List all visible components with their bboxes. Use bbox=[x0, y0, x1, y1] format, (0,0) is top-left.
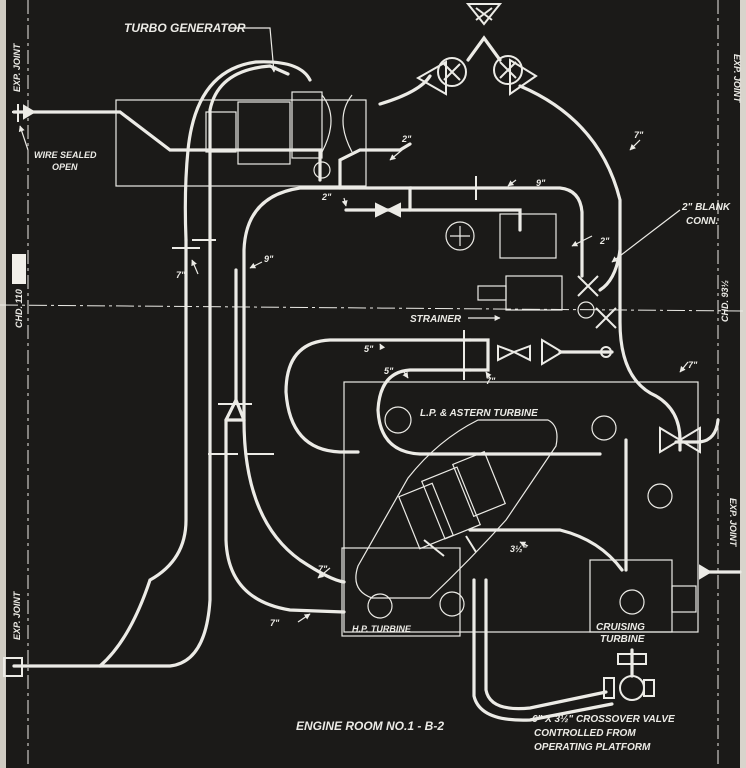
cruising-turbine-coupling bbox=[671, 585, 697, 613]
pipe-lower-loop-outer bbox=[224, 418, 346, 614]
pipe-size-9in-left: 9" bbox=[264, 254, 274, 264]
label-cruising-2: TURBINE bbox=[600, 634, 645, 645]
pipe-crossover-loop-inner bbox=[472, 578, 614, 722]
lp-turbine-casing-outline bbox=[355, 419, 558, 599]
pipe-size-5in-b: 5" bbox=[384, 366, 394, 376]
pipe-size-7in-right: 7" bbox=[634, 130, 644, 140]
strainer-body bbox=[477, 285, 507, 301]
label-hp-turbine: H.P. TURBINE bbox=[352, 624, 412, 634]
pipe-size-5in-a: 5" bbox=[364, 344, 374, 354]
top-valve-center bbox=[465, 3, 503, 26]
pipe-flanges bbox=[172, 176, 477, 557]
label-strainer: STRAINER bbox=[410, 314, 462, 325]
pipe-size-2in-right: 2" bbox=[599, 236, 610, 246]
pipe-5in-junction bbox=[468, 338, 490, 372]
pipe-7in-right bbox=[618, 248, 682, 452]
pipe-size-7in-left: 7" bbox=[176, 270, 186, 280]
pipe-lower-loop-inner bbox=[242, 418, 346, 584]
pipe-7in-left-down bbox=[98, 238, 188, 668]
top-valve-right bbox=[493, 55, 538, 96]
label-exp-joint-left-top: EXP. JOINT bbox=[12, 42, 22, 92]
pipe-crossover-loop-outer bbox=[484, 578, 608, 711]
label-turbo-generator: TURBO GENERATOR bbox=[124, 21, 246, 35]
label-crossover-3: OPERATING PLATFORM bbox=[534, 742, 651, 753]
label-cruising-1: CRUISING bbox=[596, 622, 645, 633]
pipe-5in-inner-loop bbox=[376, 368, 602, 456]
pipe-2in-valve-line bbox=[344, 208, 522, 232]
pipe-size-2in-mid: 2" bbox=[321, 192, 332, 202]
pipe-to-top-valve-left bbox=[378, 74, 432, 106]
lp-turbine-segment-2 bbox=[451, 450, 507, 518]
pipe-7in-left bbox=[12, 64, 290, 668]
exp-joint-left-bottom-fitting bbox=[3, 657, 23, 677]
steam-piping bbox=[12, 35, 742, 722]
pipe-2in-upper bbox=[338, 142, 412, 190]
turbo-generator-exciter bbox=[205, 111, 237, 153]
paper-edge-right bbox=[740, 0, 746, 768]
lp-turbine-segment-3 bbox=[398, 482, 454, 550]
gate-valve-2in bbox=[375, 202, 401, 218]
frame-lines-vertical bbox=[27, 0, 719, 768]
label-wire-sealed: WIRE SEALED bbox=[34, 150, 97, 160]
strainer-valves bbox=[497, 338, 612, 366]
bearing-lp-right bbox=[647, 483, 673, 509]
lp-turbine-segment-1 bbox=[420, 466, 482, 540]
hp-turbine-casing bbox=[341, 547, 461, 637]
bearing-cruising bbox=[619, 589, 645, 615]
pipe-size-2in-top: 2" bbox=[401, 134, 412, 144]
label-crossover-2: CONTROLLED FROM bbox=[534, 728, 636, 739]
turbo-generator-foundation bbox=[115, 99, 367, 187]
pipe-size-3half: 3½" bbox=[510, 544, 528, 554]
pipe-9in-top bbox=[408, 186, 584, 278]
crossover-valve bbox=[603, 653, 655, 701]
label-lp-astern-turbine: L.P. & ASTERN TURBINE bbox=[420, 408, 538, 419]
pipe-left-supply-top bbox=[12, 110, 322, 182]
turbine-foundation bbox=[343, 381, 699, 633]
label-diagram-title: ENGINE ROOM NO.1 - B-2 bbox=[296, 719, 444, 733]
label-exp-joint-left-bottom: EXP. JOINT bbox=[12, 590, 22, 640]
pipe-7in-left-inner bbox=[183, 60, 312, 242]
exp-joint-right-bottom-fitting bbox=[699, 564, 712, 580]
label-blank-conn-1: 2" BLANK bbox=[681, 202, 731, 213]
gauge-small bbox=[313, 161, 331, 179]
pipe-9in bbox=[242, 186, 412, 422]
paper-tab bbox=[12, 254, 26, 284]
turbo-generator-coupling bbox=[291, 91, 323, 159]
pipe-size-7in-mid: 7" bbox=[486, 376, 496, 386]
turbo-generator-body bbox=[237, 101, 291, 165]
valve-chest-upper bbox=[499, 213, 557, 259]
pipe-3half-to-cruising bbox=[468, 528, 624, 572]
pipe-size-9in-top: 9" bbox=[536, 178, 546, 188]
label-crossover-1: 6" X 3½" CROSSOVER VALVE bbox=[532, 714, 675, 725]
pipe-size-7in-bl-b: 7" bbox=[270, 618, 280, 628]
label-blank-conn-2: CONN. bbox=[686, 216, 718, 227]
paper-edge-left bbox=[0, 0, 6, 768]
top-valve-left bbox=[415, 57, 467, 96]
astern-valve-handwheel bbox=[591, 415, 617, 441]
small-valve-right bbox=[577, 301, 595, 319]
turbo-generator-turbine-cone bbox=[321, 94, 353, 153]
turbo-nozzle-valve bbox=[445, 221, 475, 251]
valve-chest-lower bbox=[505, 275, 563, 311]
wire-sealed-valve bbox=[12, 104, 36, 122]
pipe-size-7in-right-lower: 7" bbox=[688, 360, 698, 370]
label-frame-right: CHD. 93½ bbox=[720, 279, 730, 322]
bearing-hp-lower bbox=[439, 591, 465, 617]
pipe-7in-upper-right bbox=[518, 84, 622, 292]
pipe-5in-outer-loop bbox=[284, 338, 472, 454]
label-frame-left: CHD. 110 bbox=[14, 289, 24, 328]
valve-right-x bbox=[577, 275, 617, 329]
label-wire-open: OPEN bbox=[52, 162, 78, 172]
label-exp-joint-right-top: EXP. JOINT bbox=[732, 54, 742, 104]
pipe-size-7in-bl-a: 7" bbox=[318, 564, 328, 574]
pipe-top-valves-joint bbox=[466, 35, 502, 62]
frame-line-horizontal bbox=[0, 304, 746, 312]
astern-valve bbox=[659, 426, 701, 454]
leader-arrows bbox=[18, 27, 689, 623]
label-exp-joint-right-bottom: EXP. JOINT bbox=[728, 498, 738, 548]
bearing-lp-upper-left bbox=[384, 406, 412, 434]
bearing-hp-left bbox=[367, 593, 393, 619]
